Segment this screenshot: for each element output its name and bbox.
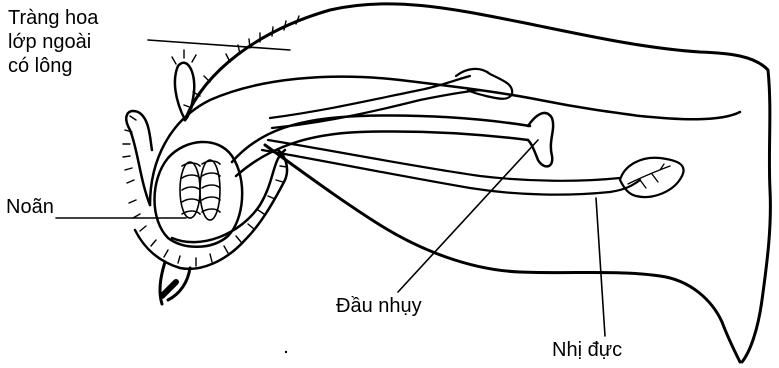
ovary-wall bbox=[155, 142, 243, 247]
pistil-style bbox=[232, 115, 530, 176]
calyx-lobe-left bbox=[126, 111, 152, 205]
stalk-tip bbox=[162, 282, 176, 296]
label-corolla-line-2: lớp ngoài bbox=[8, 30, 98, 54]
lower-stamen-anther bbox=[620, 158, 684, 197]
label-stamen: Nhị đực bbox=[552, 338, 622, 362]
ovule-cluster bbox=[180, 160, 220, 220]
label-stigma: Đầu nhụy bbox=[336, 294, 422, 318]
stray-dot bbox=[285, 351, 287, 353]
leader-line-stamen bbox=[596, 198, 605, 336]
corolla-outer-outline bbox=[185, 4, 770, 362]
label-ovule: Noãn bbox=[6, 195, 54, 219]
label-corolla: Tràng hoa lớp ngoài có lông bbox=[8, 6, 98, 78]
leader-line-corolla bbox=[148, 40, 290, 50]
upper-stamen-filament bbox=[270, 76, 480, 128]
pistil-stigma bbox=[528, 113, 553, 166]
leader-line-stigma bbox=[398, 140, 538, 292]
label-corolla-line-3: có lông bbox=[8, 54, 98, 78]
label-corolla-line-1: Tràng hoa bbox=[8, 6, 98, 30]
lower-stamen-filament bbox=[262, 140, 640, 195]
